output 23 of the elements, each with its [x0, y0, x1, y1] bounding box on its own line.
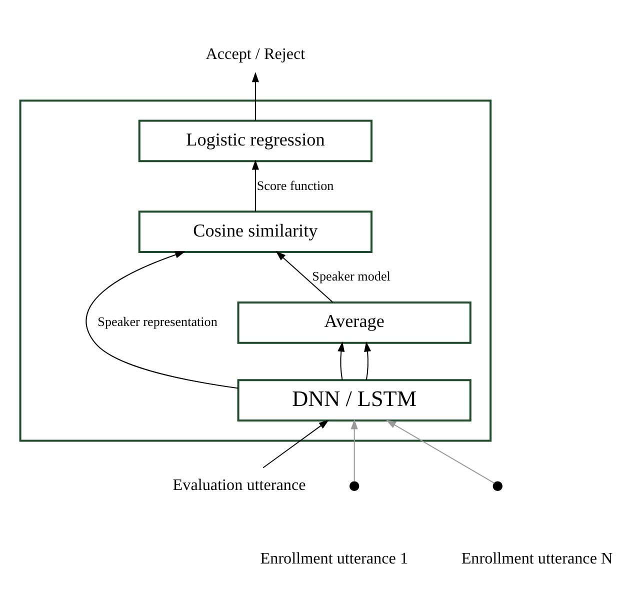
arrow — [364, 341, 372, 380]
node-box: Logistic regression — [138, 119, 372, 162]
node-box: Cosine similarity — [138, 210, 372, 252]
arrow — [252, 72, 259, 120]
edge-label: Speaker model — [312, 268, 390, 284]
edge-label: Score function — [256, 177, 334, 192]
node-box: Average — [237, 300, 472, 344]
node-label: Enrollment utterance 1 — [260, 550, 408, 568]
cluster — [19, 99, 492, 442]
arrow — [338, 341, 345, 380]
arrow — [252, 159, 259, 212]
node-circle — [349, 480, 360, 490]
arrow — [262, 419, 329, 468]
node-text: Accept / Reject — [206, 46, 306, 63]
arrow — [350, 418, 358, 482]
arrow — [276, 250, 334, 302]
node-label: Enrollment utterance N — [461, 550, 613, 568]
edge-label: Speaker representation — [98, 314, 218, 329]
arrow — [86, 250, 238, 388]
node-text: Evaluation utterance — [172, 476, 306, 494]
arrow — [386, 419, 495, 484]
node-circle — [492, 480, 503, 490]
node-box: DNN / LSTM — [237, 378, 472, 422]
